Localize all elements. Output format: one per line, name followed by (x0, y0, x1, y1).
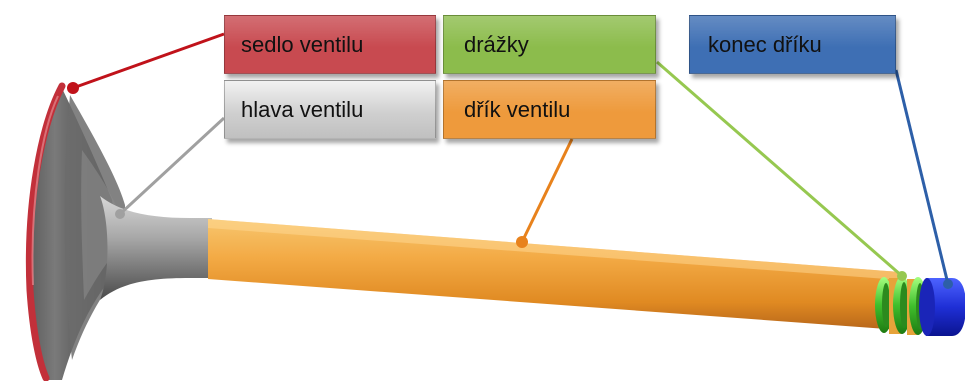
valve-head (25, 82, 125, 381)
leader-lines (67, 32, 953, 289)
groove-leader (656, 60, 903, 278)
head-leader-dot (115, 209, 125, 219)
stem-leader-dot (516, 236, 528, 248)
label-valve-head: hlava ventilu (224, 80, 436, 139)
stem-end-leader-dot (943, 279, 953, 289)
valve-stem (208, 219, 900, 330)
label-valve-stem: dřík ventilu (443, 80, 656, 139)
seat-leader (72, 32, 225, 90)
stem-end-leader (894, 69, 950, 285)
label-stem-end: konec dříku (689, 15, 896, 74)
head-leader (118, 116, 226, 216)
seat-leader-dot (67, 82, 79, 94)
label-grooves: drážky (443, 15, 656, 74)
stem-end (919, 278, 965, 336)
stem-leader (520, 138, 574, 243)
groove-leader-dot (897, 271, 907, 281)
valve-neck (100, 196, 212, 300)
label-valve-seat: sedlo ventilu (224, 15, 436, 74)
